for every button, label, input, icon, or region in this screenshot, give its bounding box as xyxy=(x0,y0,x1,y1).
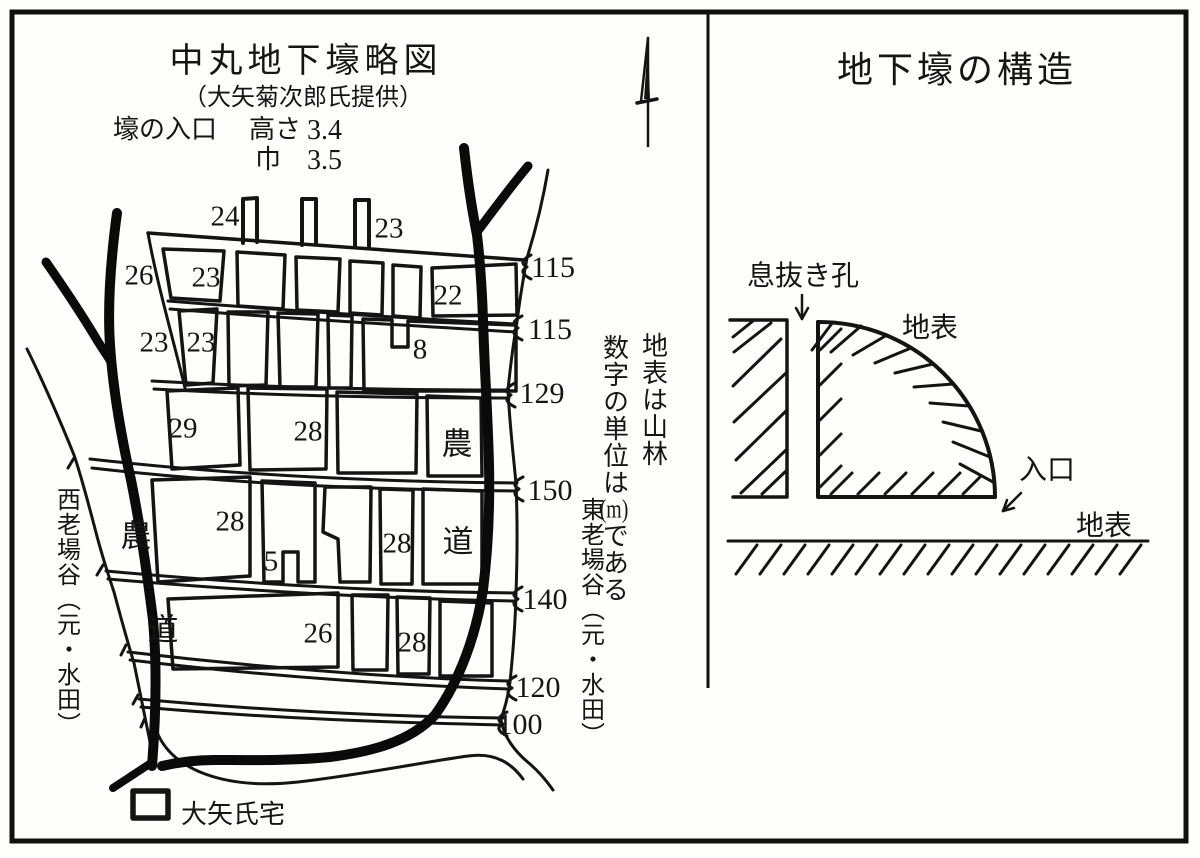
tunnel-number: 8 xyxy=(412,333,428,366)
block-farmroad-nou xyxy=(425,394,484,478)
block-28-r5 xyxy=(395,595,432,676)
vent-arrow-icon xyxy=(794,293,810,321)
ground-hatching xyxy=(734,543,1143,576)
block-26 xyxy=(166,591,340,671)
house-approach xyxy=(109,759,155,792)
unit-note-suffix: である xyxy=(599,522,629,603)
tunnel-number: 22 xyxy=(433,279,463,312)
entrance-height-label: 高さ xyxy=(249,115,302,144)
tunnel-number: 29 xyxy=(168,412,198,445)
road-west-branch xyxy=(41,257,116,367)
entrance-dims-label: 壕の入口 xyxy=(113,115,218,144)
entrance-arrow-icon xyxy=(1001,491,1023,513)
north-arrow-icon xyxy=(635,36,659,148)
map-title: 中丸地下壕略図 xyxy=(169,43,443,80)
quarter-tunnel xyxy=(816,319,997,499)
block-23-r1 xyxy=(161,247,226,303)
measurement-braces xyxy=(497,253,533,738)
valley-edge-west-ticks xyxy=(66,456,147,729)
block-r5b xyxy=(350,593,390,672)
tunnel-length: 115 xyxy=(531,251,575,284)
block-29 xyxy=(165,386,242,471)
road-west xyxy=(104,208,161,771)
tunnel-number: 5 xyxy=(263,545,279,578)
block-r2c xyxy=(276,311,320,389)
block-28-r3 xyxy=(246,386,329,472)
tunnel-number: 28 xyxy=(215,505,245,538)
surface-upper-label: 地表 xyxy=(901,313,959,344)
block-28-r4a xyxy=(150,475,252,584)
entrance-label: 入口 xyxy=(1018,455,1076,486)
block-23-r2 xyxy=(177,307,219,387)
bunker-map xyxy=(25,36,659,821)
tunnel-number: 24 xyxy=(210,200,240,233)
farm-road-east-label: 農 xyxy=(441,426,473,462)
map-subtitle: （大矢菊次郎氏提供） xyxy=(183,85,423,111)
tunnel-number: 26 xyxy=(124,259,154,292)
tunnel-length: 140 xyxy=(522,583,568,616)
surface-note: 地表は山林 xyxy=(638,332,668,467)
tunnel-hatching xyxy=(810,320,995,496)
tunnel-length: 120 xyxy=(515,671,561,704)
valley-edge-east xyxy=(499,168,555,792)
entrance-width-value: 3.5 xyxy=(307,145,342,176)
section-title: 地下壕の構造 xyxy=(836,50,1078,90)
top-prongs xyxy=(241,196,371,249)
tunnel-number: 28 xyxy=(397,626,427,659)
tunnel-length: 100 xyxy=(497,708,543,741)
unit-note-prefix: 数字の単位は xyxy=(599,334,629,496)
road-east xyxy=(157,143,495,771)
frame-border xyxy=(9,9,1189,844)
block-r4c xyxy=(321,485,373,584)
block-r2b xyxy=(226,310,270,388)
tunnel-number: 28 xyxy=(293,415,323,448)
tunnel-length: 115 xyxy=(528,313,572,346)
block-r1c xyxy=(294,255,342,314)
road-east-branch xyxy=(472,161,533,237)
tunnel-number: 23 xyxy=(139,326,169,359)
tunnel-number: 26 xyxy=(303,617,333,650)
tunnel-blocks xyxy=(150,247,519,678)
farm-road-west-label: 道 xyxy=(147,612,179,648)
farm-road-east-label: 道 xyxy=(442,524,474,560)
block-8-notched xyxy=(361,317,518,393)
thick-roads xyxy=(41,143,533,792)
house-outline xyxy=(130,788,171,821)
surface-lower-label: 地表 xyxy=(1075,511,1133,542)
tunnel-number: 23 xyxy=(191,261,221,294)
entrance-width-label: 巾 xyxy=(255,145,282,174)
tunnel-number: 28 xyxy=(382,527,412,560)
tunnel-length: 129 xyxy=(519,377,565,410)
cross-section-diagram xyxy=(726,293,1150,576)
farm-road-west-label: 農 xyxy=(120,518,152,554)
block-r1d xyxy=(348,259,385,317)
vent-hole-label: 息抜き孔 xyxy=(746,261,860,292)
unit-note: 数字の単位は(m)である xyxy=(596,334,633,603)
block-5-notched xyxy=(260,479,317,584)
tunnel-number: 23 xyxy=(186,326,216,359)
tunnel-length: 150 xyxy=(527,474,573,507)
east-valley-label: 東老場谷（元・水田） xyxy=(576,497,603,747)
block-r5d xyxy=(438,599,494,678)
house-label: 大矢氏宅 xyxy=(180,800,286,829)
entrance-height-value: 3.4 xyxy=(307,115,342,146)
tunnel-number: 23 xyxy=(374,212,404,245)
wall-hatching xyxy=(731,319,789,496)
cross-section-wall xyxy=(728,318,789,499)
west-valley-label: 西老場谷（元・水田） xyxy=(52,487,79,737)
unit-note-m: (m) xyxy=(599,496,629,522)
block-r1b xyxy=(235,250,287,311)
valley-edge-west xyxy=(25,347,156,770)
block-r3c xyxy=(335,390,419,475)
block-r1e xyxy=(391,263,423,320)
block-r2d xyxy=(326,313,354,390)
block-22 xyxy=(430,262,519,318)
block-28-r4b xyxy=(378,487,415,586)
